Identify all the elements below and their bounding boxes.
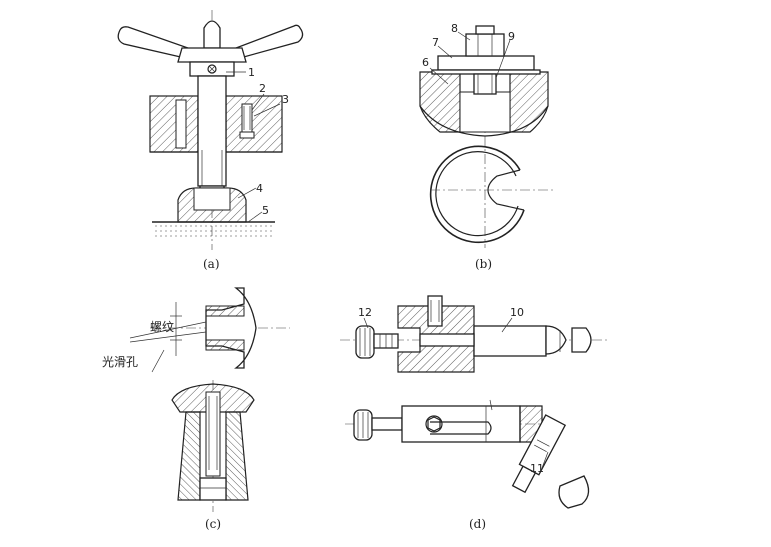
part-number-11: 11	[530, 462, 544, 475]
part-number-9: 9	[508, 30, 515, 43]
workpiece	[152, 221, 275, 240]
figure-a: 1 2 3 4 5 (a)	[117, 10, 304, 271]
c-washer-plan	[429, 145, 555, 244]
part-number-5: 5	[262, 204, 269, 217]
caption-a: (a)	[203, 257, 220, 271]
caption-d: (d)	[469, 517, 486, 531]
plunger-upper	[340, 295, 610, 373]
star-handle	[117, 20, 304, 77]
part-number-1: 1	[248, 66, 255, 79]
clamp-plate	[149, 95, 283, 153]
nut-bolt	[465, 25, 505, 95]
part-number-7: 7	[432, 36, 439, 49]
part-number-4: 4	[256, 182, 263, 195]
part-number-6: 6	[422, 56, 429, 69]
part-number-12: 12	[358, 306, 372, 319]
base-block	[419, 71, 549, 137]
figure-c: 螺纹 光滑孔 (c)	[102, 287, 290, 531]
part-number-10: 10	[510, 306, 524, 319]
leaders-b	[429, 31, 511, 85]
knob-cap-upper	[129, 287, 290, 373]
caption-b: (b)	[475, 257, 492, 271]
thread-label: 螺纹	[150, 320, 174, 334]
smooth-hole-label: 光滑孔	[102, 355, 138, 369]
pressure-pad	[177, 187, 247, 223]
part-number-3: 3	[282, 93, 289, 106]
open-washer	[437, 55, 535, 71]
figure-b: 6 7 8 9 (b)	[419, 22, 555, 271]
part-number-8: 8	[451, 22, 458, 35]
knob-lower	[171, 380, 255, 512]
part-number-2: 2	[259, 82, 266, 95]
leaders-a	[226, 71, 281, 223]
plunger-lower	[345, 399, 590, 509]
screw-shaft	[197, 75, 227, 199]
caption-c: (c)	[205, 517, 221, 531]
figure-d: 12 10	[340, 295, 610, 531]
